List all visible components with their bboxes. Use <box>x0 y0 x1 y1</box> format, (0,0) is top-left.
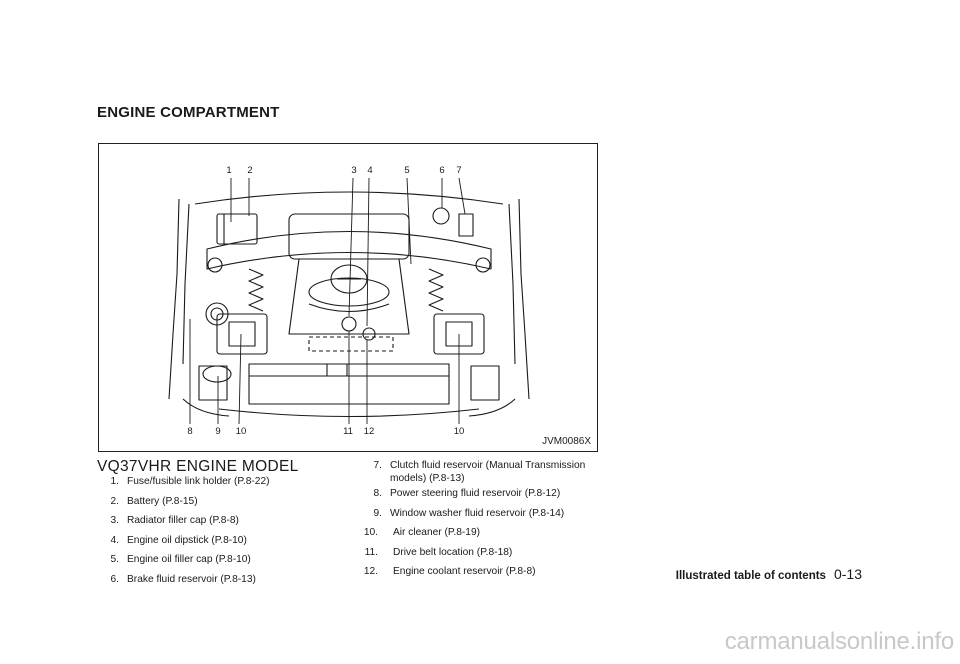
callout-9: 9 <box>215 426 220 437</box>
callout-11: 11 <box>343 426 353 437</box>
watermark: carmanualsonline.info <box>724 628 954 655</box>
callout-1: 1 <box>226 165 231 176</box>
list-item: 12.Engine coolant reservoir (P.8-8) <box>363 566 536 577</box>
list-item: 8.Power steering fluid reservoir (P.8-12… <box>373 488 561 499</box>
list-item: 3.Radiator filler cap (P.8-8) <box>110 515 239 526</box>
footer-section-title: Illustrated table of contents <box>675 570 826 582</box>
page-footer: Illustrated table of contents 0-13 <box>676 566 862 582</box>
engine-diagram: 1 2 3 4 5 6 7 8 9 10 11 12 10 <box>168 165 530 437</box>
list-item: 6.Brake fluid reservoir (P.8-13) <box>110 573 256 585</box>
legend-list-left: 1.Fuse/fusible link holder (P.8-22) 2.Ba… <box>99 476 270 593</box>
list-item: 4.Engine oil dipstick (P.8-10) <box>110 534 247 546</box>
figure-code: JVM0086X <box>542 436 591 447</box>
engine-compartment-figure: 1 2 3 4 5 6 7 8 9 10 11 12 10 JVM0086X <box>98 143 598 452</box>
list-item: 5.Engine oil filler cap (P.8-10) <box>110 554 251 565</box>
list-item: 9.Window washer fluid reservoir (P.8-14) <box>373 507 565 519</box>
page-number: 0-13 <box>833 566 862 582</box>
callout-12: 12 <box>364 426 375 437</box>
list-item: 11.Drive belt location (P.8-18) <box>364 546 513 558</box>
section-title: ENGINE COMPARTMENT <box>97 104 280 121</box>
list-item: 1.Fuse/fusible link holder (P.8-22) <box>110 476 270 487</box>
callout-5: 5 <box>404 165 409 176</box>
callout-8: 8 <box>187 426 192 437</box>
callout-2: 2 <box>247 165 252 176</box>
callout-10-left: 10 <box>236 426 247 437</box>
callout-7: 7 <box>456 165 461 176</box>
list-item: 2.Battery (P.8-15) <box>110 495 198 507</box>
model-title: VQ37VHR ENGINE MODEL <box>97 458 299 475</box>
callout-6: 6 <box>439 165 444 176</box>
list-item: 7.Clutch fluid reservoir (Manual Transmi… <box>373 460 586 484</box>
callout-3: 3 <box>351 165 356 176</box>
callout-4: 4 <box>367 165 372 176</box>
legend-list-right: 7.Clutch fluid reservoir (Manual Transmi… <box>362 460 602 586</box>
list-item: 10.Air cleaner (P.8-19) <box>363 527 481 538</box>
callout-10-right: 10 <box>454 426 465 437</box>
